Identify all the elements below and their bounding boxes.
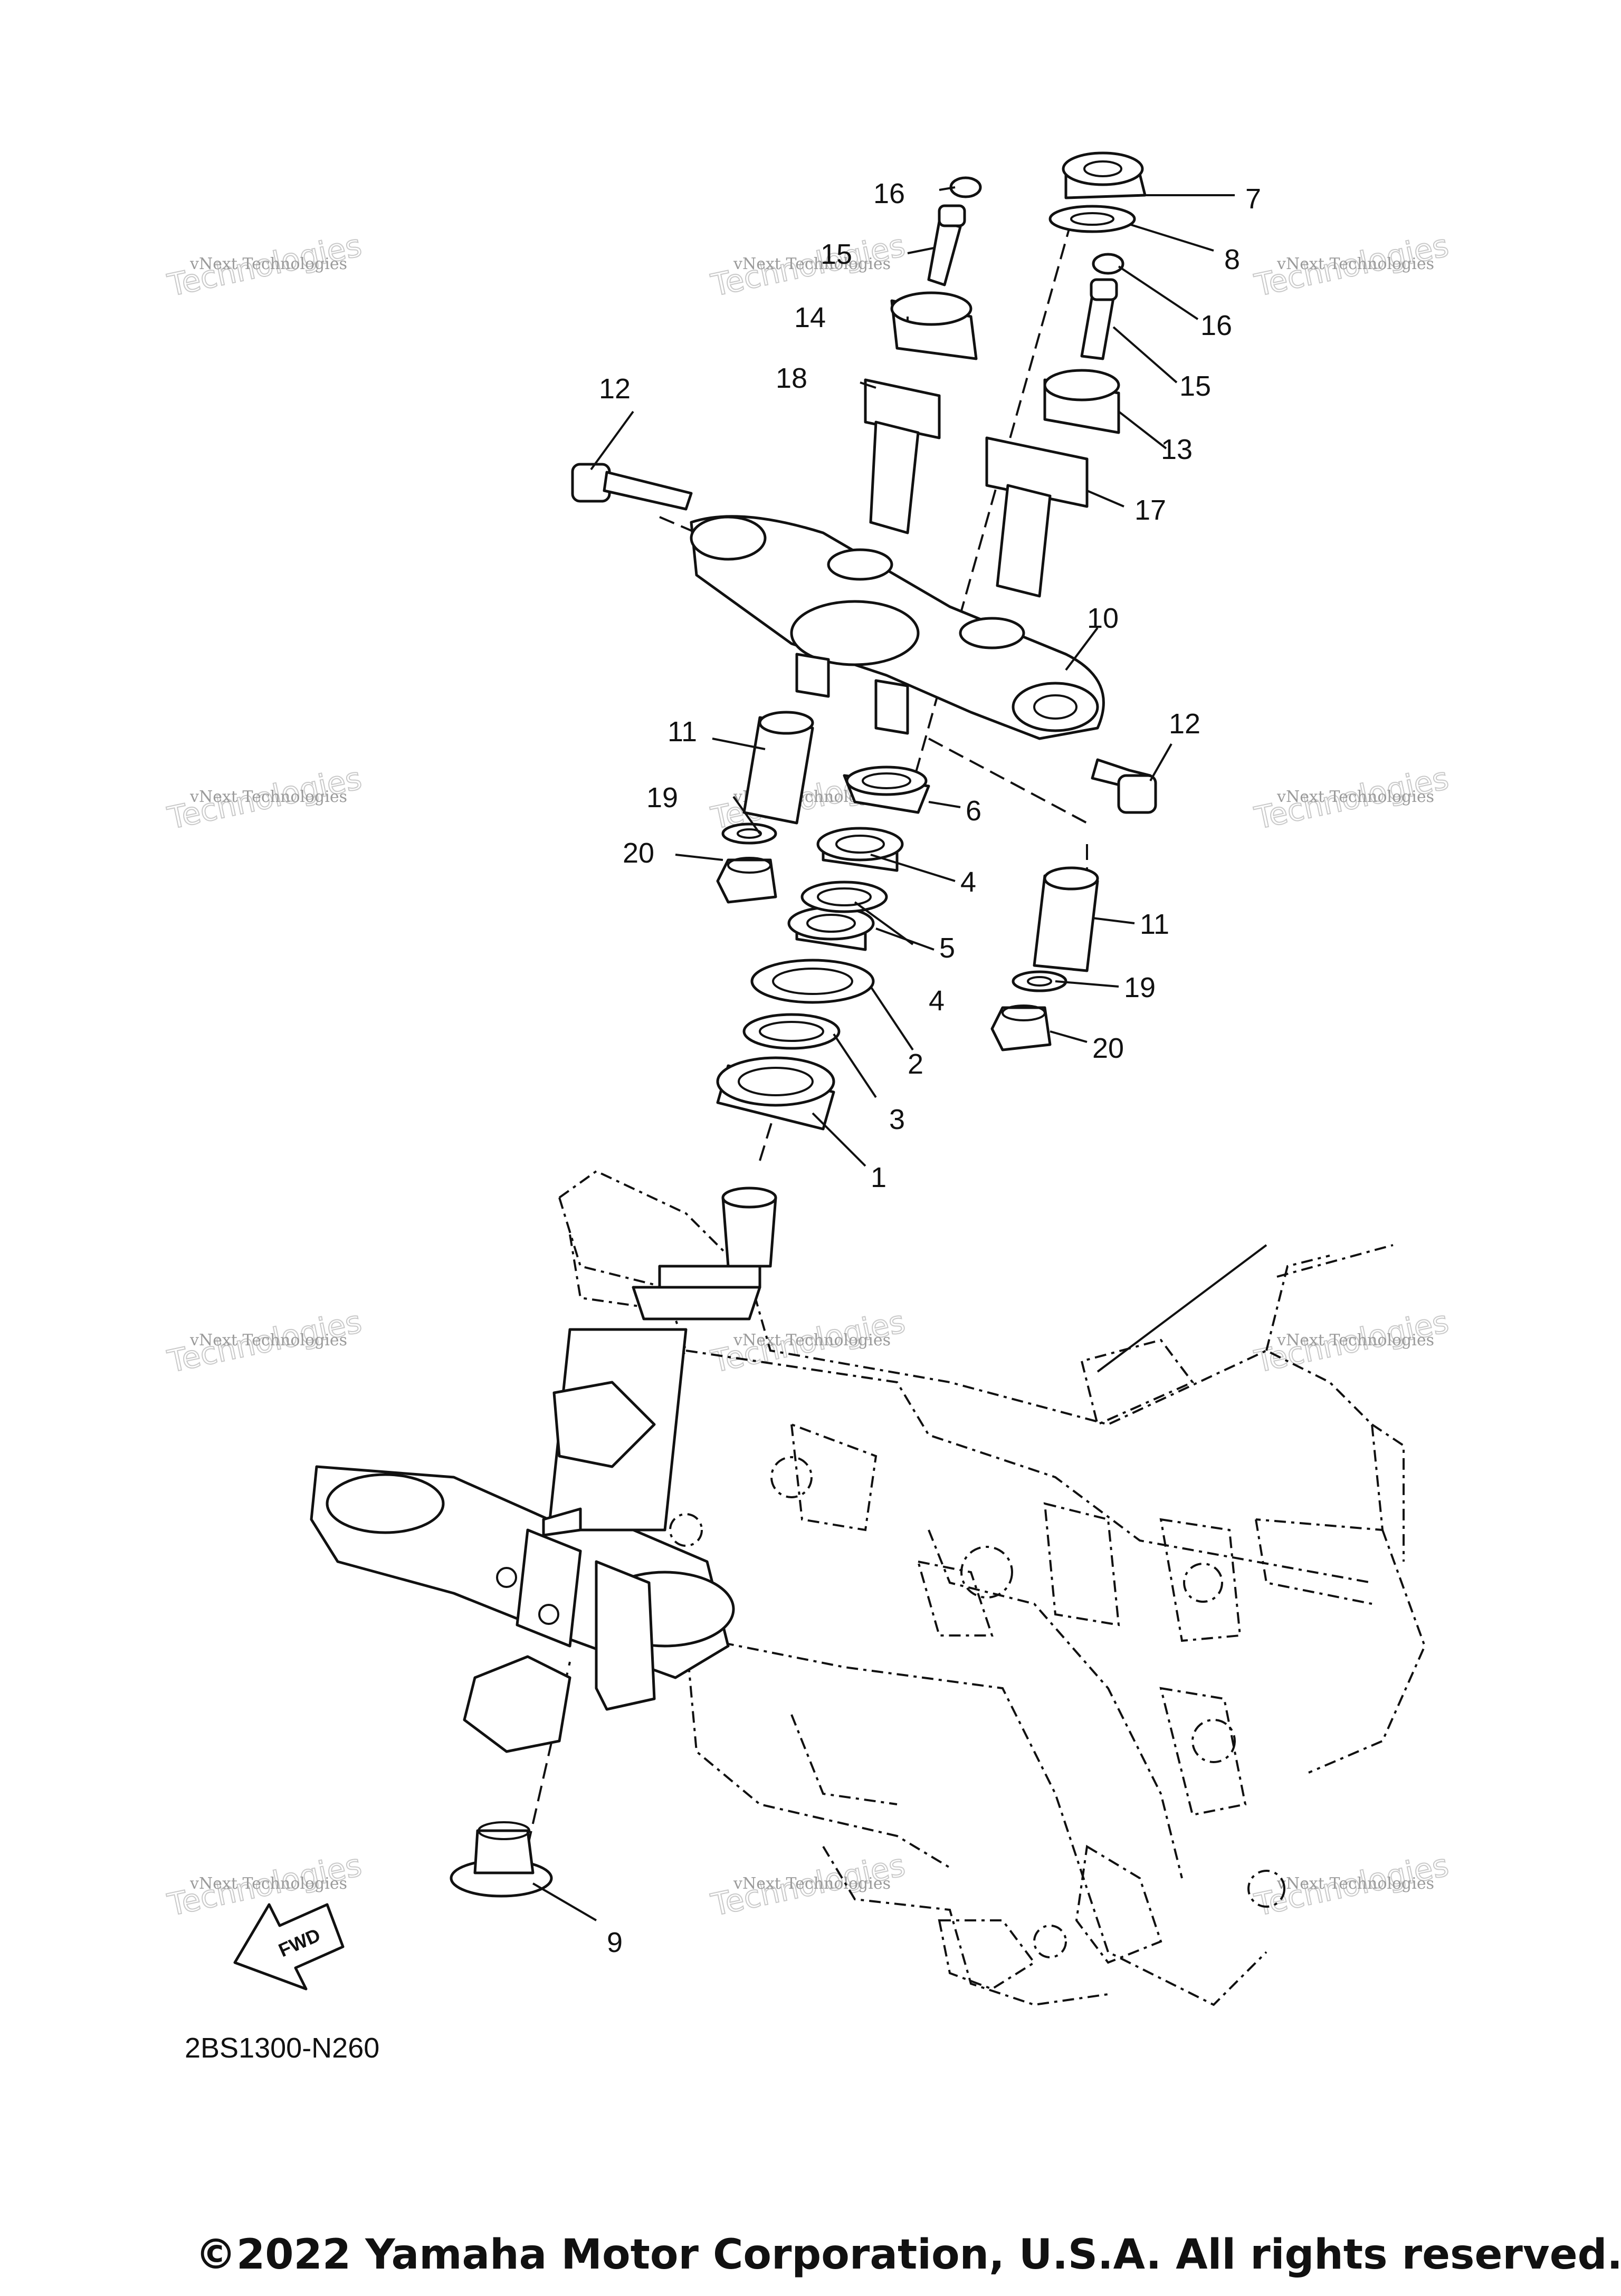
part-ring-nut-4-lower: [787, 906, 875, 951]
svg-text:vNext Technologies: vNext Technologies: [189, 1874, 347, 1893]
callout-1: 1: [871, 1162, 886, 1193]
steering-stem: [542, 1187, 777, 1537]
part-washer-8: [1048, 205, 1136, 233]
callout-11: 11: [668, 716, 697, 748]
callout-14: 14: [794, 302, 826, 333]
part-bolt-15-right: [1080, 278, 1118, 360]
watermark: Technologies vNext Technologies: [708, 1847, 909, 1924]
copyright: ©2022 Yamaha Motor Corporation, U.S.A. A…: [195, 2231, 1621, 2279]
callout-8: 8: [1224, 244, 1240, 275]
callout-19: 19: [646, 782, 678, 814]
callout-5: 5: [939, 932, 955, 964]
part-collar-11-right: [1033, 866, 1099, 972]
callout-18: 18: [776, 362, 807, 394]
svg-text:vNext Technologies: vNext Technologies: [1276, 1874, 1434, 1893]
watermark: Technologies vNext Technologies: [164, 1303, 366, 1380]
part-cap-13: [1043, 369, 1120, 434]
callout-10: 10: [1087, 602, 1119, 634]
part-cover-2: [750, 959, 875, 1004]
lower-bracket: [310, 1465, 735, 1753]
svg-text:vNext Technologies: vNext Technologies: [1276, 788, 1434, 806]
callout-9: 9: [607, 1927, 623, 1958]
part-cap-14: [890, 291, 978, 360]
watermark: Technologies vNext Technologies: [708, 227, 909, 304]
part-washer-6: [843, 766, 930, 814]
part-washer-19-left: [721, 822, 777, 845]
diagram-code: 2BS1300-N260: [185, 2032, 379, 2064]
watermark: Technologies vNext Technologies: [1251, 1847, 1453, 1924]
watermark: Technologies vNext Technologies: [1251, 760, 1453, 837]
part-collar-11-left: [742, 711, 814, 825]
svg-text:vNext Technologies: vNext Technologies: [1276, 255, 1434, 273]
svg-text:vNext Technologies: vNext Technologies: [189, 255, 347, 273]
callout-16: 16: [873, 178, 905, 209]
part-cap-16-left: [949, 176, 982, 198]
part-bolt-15-left: [927, 204, 966, 286]
part-cap-16-right: [1092, 253, 1124, 275]
fwd-arrow-icon: FWD: [233, 1903, 345, 1991]
svg-text:vNext Technologies: vNext Technologies: [733, 255, 891, 273]
callout-16: 16: [1200, 310, 1232, 341]
watermark: Technologies vNext Technologies: [1251, 227, 1453, 304]
callout-4: 4: [960, 866, 976, 898]
callout-11: 11: [1140, 908, 1169, 940]
part-bearing-1: [716, 1056, 835, 1131]
callout-20: 20: [623, 837, 654, 869]
part-riser-18: [864, 378, 941, 534]
svg-text:vNext Technologies: vNext Technologies: [733, 1874, 891, 1893]
callout-20: 20: [1092, 1032, 1124, 1064]
callout-3: 3: [889, 1104, 905, 1135]
part-washer-5: [800, 881, 888, 913]
watermark: Technologies vNext Technologies: [164, 227, 366, 304]
callout-4: 4: [929, 985, 945, 1017]
part-nut-7: [1062, 151, 1147, 199]
part-nut-9: [450, 1821, 553, 1898]
watermark: Technologies vNext Technologies: [164, 760, 366, 837]
callouts: 16 15 14 18 12 7 8 16 15 13 17 10 11 12 …: [599, 178, 1261, 1958]
part-nut-20-right: [990, 1004, 1052, 1051]
svg-text:vNext Technologies: vNext Technologies: [1276, 1331, 1434, 1350]
part-bolt-12-right: [1091, 758, 1157, 814]
leader-lines: [532, 186, 1235, 1921]
svg-text:vNext Technologies: vNext Technologies: [733, 1331, 891, 1350]
part-riser-17: [985, 436, 1089, 598]
callout-13: 13: [1161, 434, 1193, 465]
part-bolt-12-left: [571, 463, 693, 511]
callout-15: 15: [821, 238, 852, 270]
callout-6: 6: [966, 795, 981, 827]
watermark: Technologies vNext Technologies: [1251, 1303, 1453, 1380]
part-nut-20-left: [716, 857, 777, 904]
part-seal-3: [742, 1013, 841, 1050]
part-ring-nut-4-upper: [816, 827, 904, 872]
callout-12: 12: [1169, 708, 1200, 740]
callout-19: 19: [1124, 972, 1156, 1003]
callout-17: 17: [1134, 494, 1166, 526]
callout-15: 15: [1179, 370, 1211, 402]
callout-7: 7: [1245, 183, 1261, 215]
svg-text:vNext Technologies: vNext Technologies: [189, 788, 347, 806]
part-upper-bracket-10: [690, 515, 1105, 740]
callout-2: 2: [908, 1048, 923, 1080]
callout-12: 12: [599, 373, 631, 405]
svg-text:vNext Technologies: vNext Technologies: [189, 1331, 347, 1350]
